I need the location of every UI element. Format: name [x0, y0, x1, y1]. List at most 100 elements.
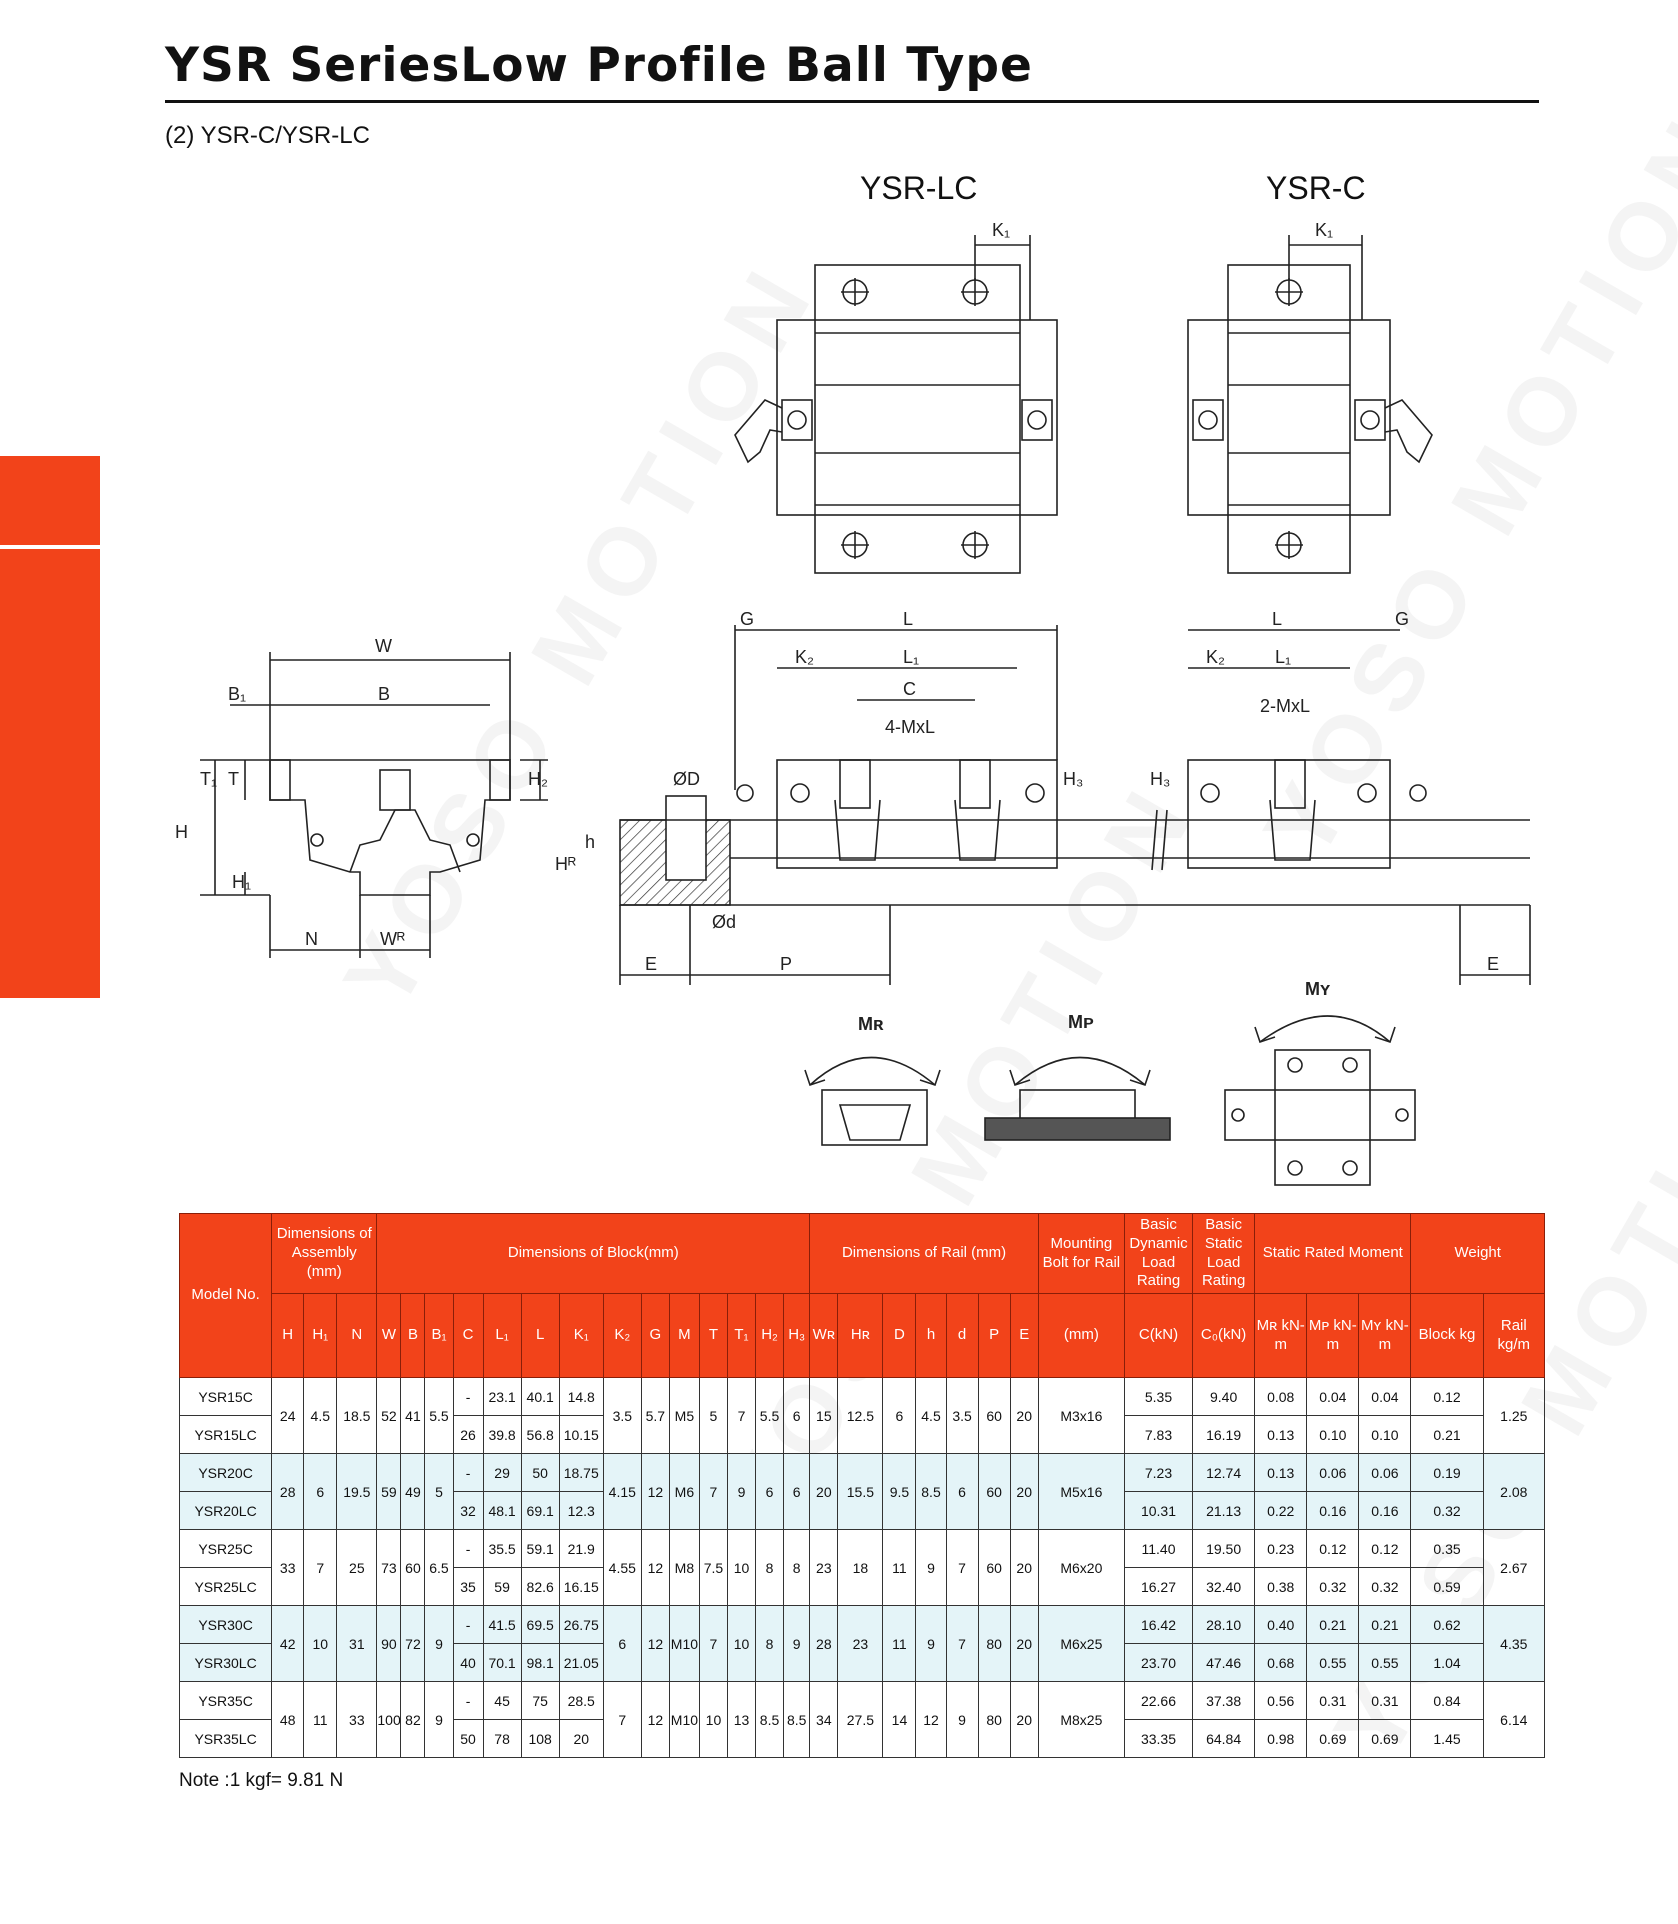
- cell-bolt: M3x16: [1037, 1377, 1125, 1454]
- cell-c0kn: 32.40: [1192, 1567, 1256, 1606]
- cell-block: 0.32: [1410, 1491, 1484, 1530]
- sub-L: L: [520, 1293, 560, 1378]
- cell-c0kn: 21.13: [1192, 1491, 1256, 1530]
- sub-B: B: [400, 1293, 426, 1378]
- cell-H2: 8: [755, 1605, 785, 1682]
- k1-label-c: K₁: [1315, 220, 1333, 240]
- cell-T: 7: [698, 1453, 728, 1530]
- sub-ckn: C(kN): [1123, 1293, 1194, 1378]
- cell-G: 12: [640, 1681, 670, 1758]
- cell-mr: 0.22: [1254, 1491, 1308, 1530]
- cell-ckn: 16.27: [1123, 1567, 1194, 1606]
- cell-L1: 39.8: [482, 1415, 522, 1454]
- cell-block: 0.19: [1410, 1453, 1484, 1492]
- cell-my: 0.21: [1358, 1605, 1412, 1644]
- cell-K2: 4.15: [602, 1453, 642, 1530]
- cell-mr: 0.23: [1254, 1529, 1308, 1568]
- cell-H1: 4.5: [303, 1377, 338, 1454]
- cell-T1: 10: [726, 1605, 757, 1682]
- cell-ckn: 16.42: [1123, 1605, 1194, 1644]
- cell-K1: 12.3: [558, 1491, 604, 1530]
- cell-model: YSR20C: [178, 1453, 273, 1492]
- my-label: Mʏ: [1305, 979, 1331, 999]
- cell-C: 50: [452, 1719, 484, 1758]
- b1-label: B₁: [228, 684, 246, 704]
- cell-mp: 0.31: [1306, 1681, 1360, 1720]
- cell-c0kn: 16.19: [1192, 1415, 1256, 1454]
- t-label: T: [228, 769, 239, 789]
- cell-B1: 5.5: [424, 1377, 454, 1454]
- cell-model: YSR30LC: [178, 1643, 273, 1682]
- side-tab-notch: [0, 545, 100, 549]
- e-label-right: E: [1487, 954, 1499, 974]
- cell-B: 82: [400, 1681, 426, 1758]
- cell-c0kn: 64.84: [1192, 1719, 1256, 1758]
- c-label: C: [903, 679, 916, 699]
- k2-label: K₂: [795, 647, 814, 667]
- cell-model: YSR30C: [178, 1605, 273, 1644]
- cell-model: YSR15LC: [178, 1415, 273, 1454]
- cell-E: 20: [1009, 1605, 1039, 1682]
- cell-K2: 6: [602, 1605, 642, 1682]
- sub-N: N: [336, 1293, 378, 1378]
- cell-D: 11: [882, 1529, 917, 1606]
- k1-label: K₁: [992, 220, 1010, 240]
- cell-G: 12: [640, 1605, 670, 1682]
- cell-T: 10: [698, 1681, 728, 1758]
- cell-H3: 6: [783, 1377, 811, 1454]
- page-subtitle: (2) YSR-C/YSR-LC: [165, 122, 370, 149]
- cell-HR: 18: [837, 1529, 884, 1606]
- cell-my: 0.16: [1358, 1491, 1412, 1530]
- cell-H2: 6: [755, 1453, 785, 1530]
- cell-H: 33: [271, 1529, 305, 1606]
- cell-K2: 4.55: [602, 1529, 642, 1606]
- cell-L1: 35.5: [482, 1529, 522, 1568]
- cell-model: YSR35C: [178, 1681, 273, 1720]
- cell-ckn: 23.70: [1123, 1643, 1194, 1682]
- cell-ckn: 7.23: [1123, 1453, 1194, 1492]
- header-block: Dimensions of Block(mm): [376, 1213, 811, 1294]
- cell-L: 69.1: [520, 1491, 560, 1530]
- cell-D: 14: [882, 1681, 917, 1758]
- cell-H: 28: [271, 1453, 305, 1530]
- cell-mp: 0.10: [1306, 1415, 1360, 1454]
- sub-P: P: [977, 1293, 1011, 1378]
- cell-H: 24: [271, 1377, 305, 1454]
- cell-H2: 5.5: [755, 1377, 785, 1454]
- h1-label: H₁: [232, 872, 251, 892]
- g-label: G: [740, 609, 754, 629]
- cell-my: 0.10: [1358, 1415, 1412, 1454]
- top-view-lc: [734, 235, 1058, 574]
- sub-H1: H₁: [303, 1293, 338, 1378]
- cell-K2: 3.5: [602, 1377, 642, 1454]
- cell-d: 7: [945, 1529, 979, 1606]
- cell-my: 0.04: [1358, 1377, 1412, 1416]
- cell-N: 25: [336, 1529, 378, 1606]
- hr-label: Hᴿ: [555, 854, 576, 874]
- p-label: P: [780, 954, 792, 974]
- cell-E: 20: [1009, 1529, 1039, 1606]
- cell-HR: 12.5: [837, 1377, 884, 1454]
- cell-block: 1.45: [1410, 1719, 1484, 1758]
- cell-G: 5.7: [640, 1377, 670, 1454]
- cell-G: 12: [640, 1453, 670, 1530]
- cell-T1: 10: [726, 1529, 757, 1606]
- cell-model: YSR20LC: [178, 1491, 273, 1530]
- cell-mr: 0.40: [1254, 1605, 1308, 1644]
- cell-block: 0.21: [1410, 1415, 1484, 1454]
- cell-H: 48: [271, 1681, 305, 1758]
- cell-K1: 28.5: [558, 1681, 604, 1720]
- cell-HR: 23: [837, 1605, 884, 1682]
- cell-block: 0.12: [1410, 1377, 1484, 1416]
- cell-mr: 0.68: [1254, 1643, 1308, 1682]
- h3-label-c: H₃: [1150, 769, 1170, 789]
- cell-B: 41: [400, 1377, 426, 1454]
- cell-WR: 23: [809, 1529, 839, 1606]
- cell-D: 11: [882, 1605, 917, 1682]
- cell-mp: 0.69: [1306, 1719, 1360, 1758]
- sub-M: M: [668, 1293, 700, 1378]
- cell-B1: 6.5: [424, 1529, 454, 1606]
- header-bolt: Mounting Bolt for Rail: [1037, 1213, 1125, 1294]
